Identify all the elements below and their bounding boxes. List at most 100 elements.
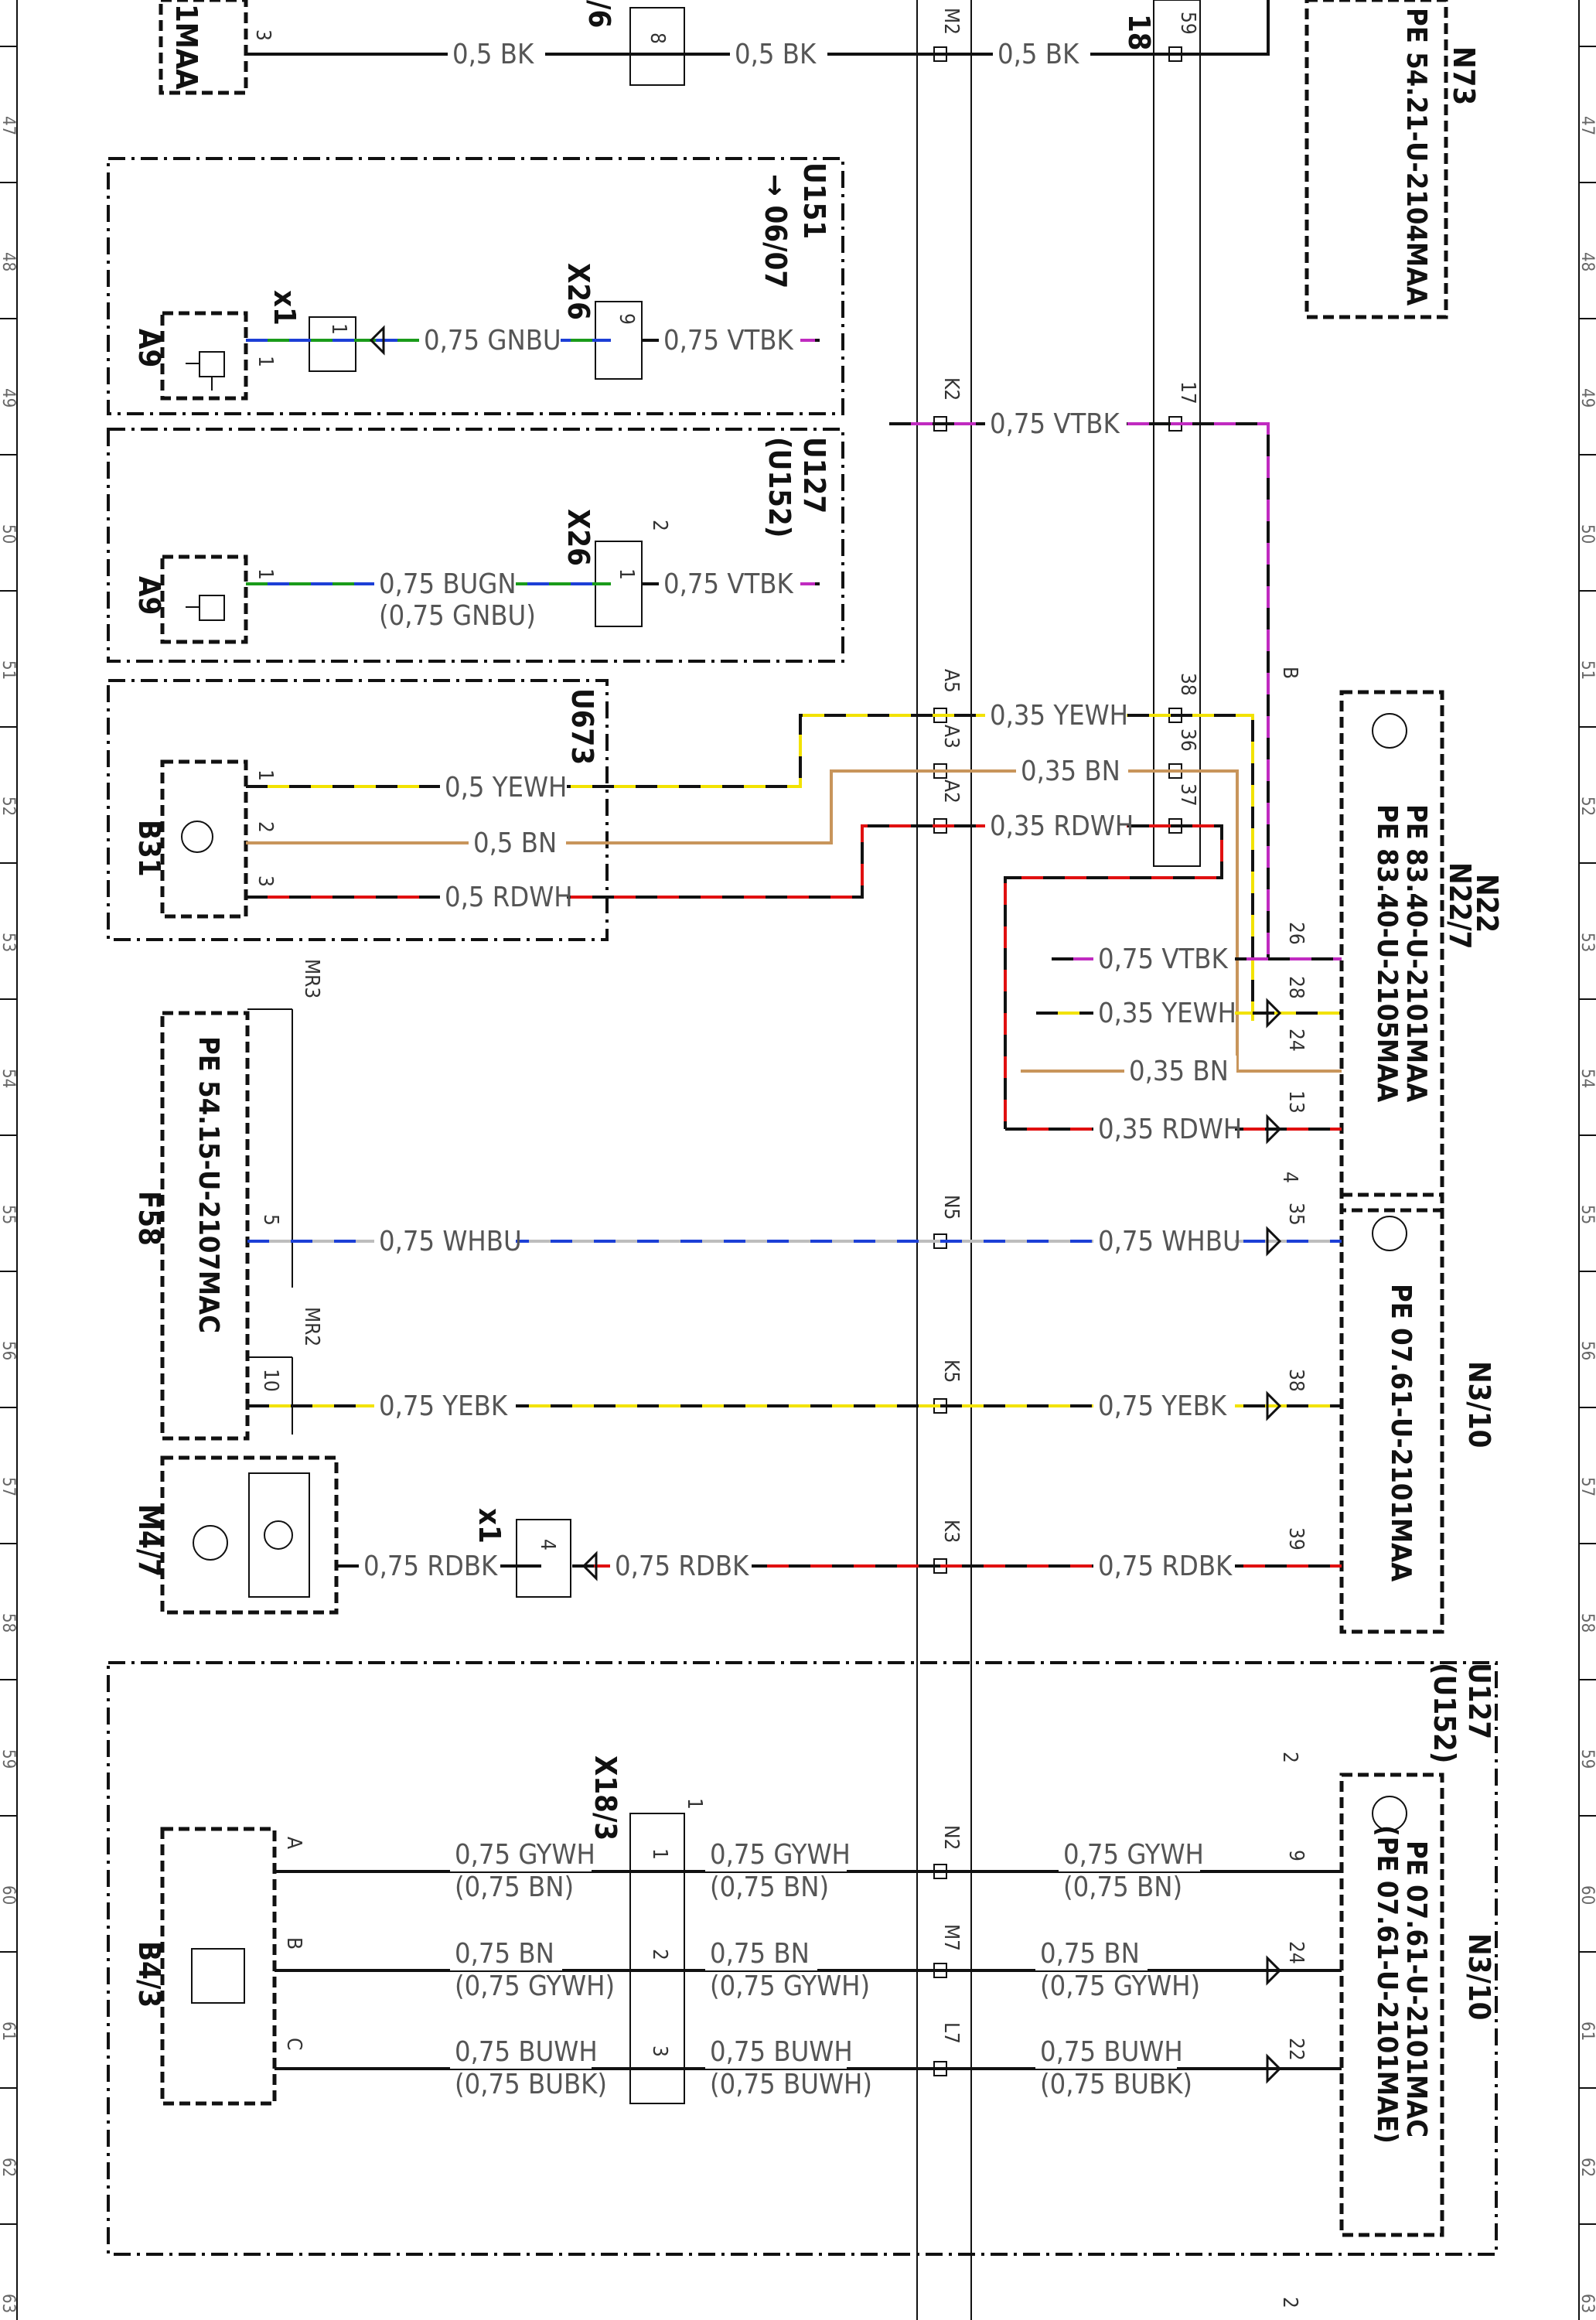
wire-label-w-whbu2: 0,75 WHBU (1098, 1226, 1241, 1257)
wire-arrow (1266, 2053, 1282, 2084)
wire-label-w-buwh2b: (0,75 BUWH) (710, 2069, 872, 2100)
pin-4-n310: 4 (1278, 1172, 1301, 1183)
wire-label-bg (1016, 756, 1128, 788)
wire-label-bg (440, 772, 567, 804)
wire-label-w-bk2: 0,5 BK (735, 39, 817, 70)
wire-label-bg (440, 882, 567, 914)
ruler-label: 48 (0, 252, 18, 271)
wire-label-w-yewh-b31: 0,5 YEWH (445, 772, 567, 803)
wire-label-w-buwh1: 0,75 BUWH (455, 2036, 598, 2068)
wire-label-w-buwh3: 0,75 BUWH (1040, 2036, 1183, 2068)
wire-stripe (246, 824, 1223, 1129)
wire-label-w-vtbk4: 0,75 VTBK (663, 568, 794, 600)
ruler-label: 49 (0, 388, 18, 408)
module-b31: B31 (132, 820, 166, 877)
ruler-label: 54 (0, 1069, 18, 1088)
wire-label-bg (985, 408, 1127, 441)
ruler-label: 54 (1577, 1069, 1596, 1088)
pin-1-x1a: 1 (327, 323, 350, 335)
top-fragment-mid-code: /6 (582, 0, 616, 28)
wires (246, 0, 1342, 2084)
wire-label-bg (1093, 1390, 1235, 1423)
ruler-label: 55 (1577, 1205, 1596, 1224)
pin-13: 13 (1284, 1090, 1308, 1114)
ruler-label: 63 (0, 2294, 18, 2313)
pin-9-n310: 9 (1284, 1850, 1308, 1861)
bus-pin-k2: K2 (940, 377, 963, 401)
pin-2-bottom: 2 (1278, 2297, 1301, 2308)
wire-label-bg (1093, 1226, 1235, 1258)
wire-label-bg (450, 1839, 592, 1871)
frame-u151-label: U151 (797, 162, 831, 239)
pin-35: 35 (1284, 1203, 1308, 1226)
wire-label-w-bn2: 0,75 BN (710, 1938, 810, 1970)
pe-ref-n310-b2: (PE 07.61-U-2101MAE) (1371, 1825, 1403, 2144)
wire-label-w-buwh3b: (0,75 BUBK) (1040, 2069, 1192, 2100)
ruler-label: 47 (0, 116, 18, 135)
connector-x183: X18/3 (588, 1755, 622, 1841)
wire-label-bg (705, 1938, 817, 1970)
wire-label-w-gywh3b: (0,75 BN) (1063, 1871, 1182, 1903)
bus-pin-m7: M7 (940, 1924, 963, 1951)
module-n22: N22 (1470, 874, 1504, 933)
pin-8: 8 (646, 32, 669, 44)
ruler-label: 58 (0, 1613, 18, 1633)
wire-label-w-rdbk2: 0,75 RDBK (615, 1551, 749, 1582)
ruler-label: 47 (1577, 116, 1596, 135)
components: A9 A9 B31 F58 PE 54.15-U-2107MAC M4/7 B4… (132, 311, 1504, 2237)
pin-38: 38 (1284, 1369, 1308, 1392)
ruler-label: 52 (1577, 797, 1596, 816)
wire-label-bg (374, 600, 545, 633)
wire-segment (1200, 0, 1270, 56)
pin-3-x18: 3 (648, 2045, 671, 2057)
module-n310-b: N3/10 (1462, 1933, 1496, 2020)
ruler-label: 48 (1577, 252, 1596, 271)
wire-segment (246, 824, 1223, 1129)
connector-x26-bottom: X26 (561, 509, 595, 566)
ruler-label: 61 (1577, 2021, 1596, 2041)
ribbon-pin-17: 17 (1176, 381, 1199, 404)
ruler-label: 56 (0, 1341, 18, 1360)
wire-label-bg (705, 1839, 847, 1871)
frame-u127a-label: U127 (797, 437, 831, 513)
wire-label-bg (659, 568, 800, 601)
wire-label-bg (448, 39, 545, 71)
ruler-label: 60 (0, 1885, 18, 1905)
wire-label-w-bn1: 0,75 BN (455, 1938, 554, 1970)
ruler-label: 60 (1577, 1885, 1596, 1905)
pin-9-x26: 9 (615, 313, 638, 325)
wire-label-bg (985, 810, 1127, 843)
wire-label-w-gywh3: 0,75 GYWH (1063, 1839, 1204, 1871)
wire-label-w-buwh1b: (0,75 BUBK) (455, 2069, 607, 2100)
pin-5-f58: 5 (259, 1214, 282, 1226)
ruler-label: 61 (0, 2021, 18, 2041)
wire-label-w-bn2b: (0,75 GYWH) (710, 1970, 870, 2002)
wire-label-w-yebk1: 0,75 YEBK (379, 1390, 508, 1422)
module-a9-bottom: A9 (132, 576, 166, 615)
wire-label-bg (1035, 1938, 1148, 1970)
bus-pin-l7: L7 (940, 2022, 963, 2044)
bus-pin-a3: A3 (940, 725, 963, 749)
wire-arrow (369, 325, 385, 356)
module-f58: F58 (132, 1191, 166, 1246)
ruler-label: 52 (0, 797, 18, 816)
wire-label-w-bn3: 0,75 BN (1040, 1938, 1140, 1970)
top-fragment-left-code: 1MAA (169, 4, 203, 90)
ruler-label: 55 (0, 1205, 18, 1224)
inline-connectors: X26 9 x1 1 1 X26 2 1 1 1 2 3 MR3 MR2 5 1… (247, 263, 1308, 2308)
ruler-label: 58 (1577, 1613, 1596, 1633)
wire-arrow (1266, 998, 1282, 1029)
wire-label-w-yewh-n22: 0,35 YEWH (1098, 998, 1236, 1029)
wire-label-w-gywh2b: (0,75 BN) (710, 1871, 829, 1903)
ribbon-pin-36: 36 (1176, 728, 1199, 752)
pin-1-x18-top: 1 (683, 1798, 706, 1810)
ruler-label: 50 (0, 524, 18, 544)
frames: U151 → 06/07 U127 (U152) U673 U127 (U152… (107, 157, 1498, 2256)
pin-26: 26 (1284, 922, 1308, 945)
mr2-label: MR2 (300, 1307, 323, 1346)
wire-label-w-vtbk2: 0,75 VTBK (990, 408, 1120, 440)
wire-arrow (1266, 1955, 1282, 1986)
wire-label-bg (359, 1551, 500, 1583)
pin-b-b43: B (282, 1937, 305, 1950)
